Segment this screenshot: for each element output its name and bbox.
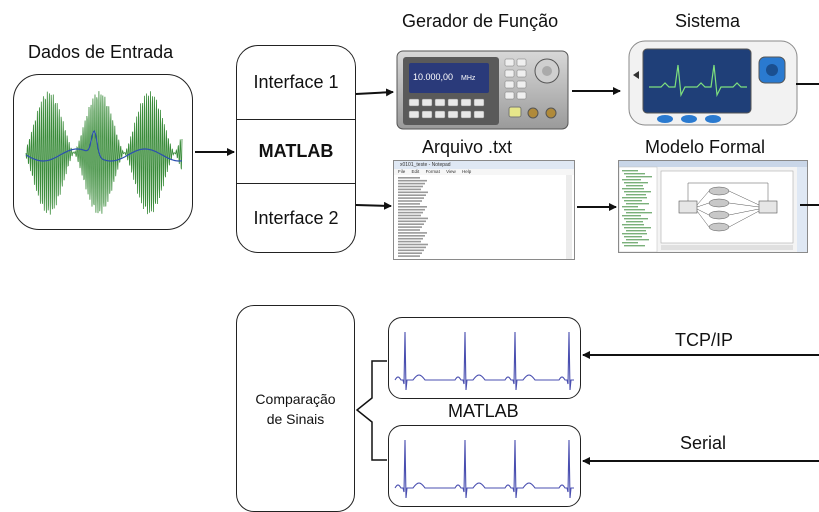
input-signal-panel	[13, 74, 193, 230]
interface-divider-2	[237, 183, 355, 184]
arrow-interface1-to-generator	[355, 88, 394, 97]
notepad-window-image: x0101_teste - Notepad File Edit Format V…	[393, 160, 575, 260]
txt-file-label: Arquivo .txt	[422, 137, 513, 157]
system-label: Sistema	[675, 11, 741, 31]
ecg-trace-bottom	[394, 439, 574, 499]
ecg-panel-top	[388, 317, 581, 399]
formal-model-image	[618, 160, 808, 253]
function-generator-image: 10.000,00 MHz	[395, 45, 570, 133]
interface-divider-1	[237, 119, 355, 120]
notepad-menubar: File Edit Format View Help	[394, 169, 574, 175]
interface-2-label: Interface 2	[253, 207, 339, 228]
notepad-text-lines	[398, 175, 572, 259]
ecg-panel-bottom	[388, 425, 581, 507]
notepad-menu-format: Format	[425, 169, 440, 174]
comparison-brace	[355, 360, 387, 461]
ecg-trace-top	[394, 331, 574, 391]
interface-1-label: Interface 1	[253, 72, 339, 92]
fg-display-unit: MHz	[461, 75, 476, 82]
input-data-label: Dados de Entrada	[28, 42, 174, 62]
input-signal-envelope	[25, 130, 183, 162]
formal-model-label: Modelo Formal	[645, 137, 766, 157]
notepad-title: x0101_teste - Notepad	[400, 162, 451, 168]
notepad-menu-file: File	[398, 169, 406, 174]
notepad-menu-view: View	[446, 169, 456, 174]
fg-display-value: 10.000,00	[413, 72, 453, 82]
input-signal-plot	[25, 91, 183, 215]
interface-box: Interface 1 MATLAB Interface 2	[236, 45, 356, 253]
system-device-image	[625, 35, 802, 130]
tcp-ip-label: TCP/IP	[675, 330, 734, 350]
matlab-label: MATLAB	[258, 140, 334, 161]
notepad-menu-help: Help	[462, 169, 472, 174]
fg-display-icon	[409, 63, 489, 93]
arrow-interface2-to-txt	[355, 201, 392, 210]
comparison-line-1: Comparação	[255, 390, 336, 407]
function-generator-label: Gerador de Função	[402, 11, 559, 31]
matlab-bottom-label: MATLAB	[448, 401, 519, 421]
notepad-menu-edit: Edit	[411, 169, 420, 174]
comparison-line-2: de Sinais	[266, 410, 325, 427]
serial-label: Serial	[680, 433, 727, 453]
input-signal-carrier	[25, 91, 183, 215]
